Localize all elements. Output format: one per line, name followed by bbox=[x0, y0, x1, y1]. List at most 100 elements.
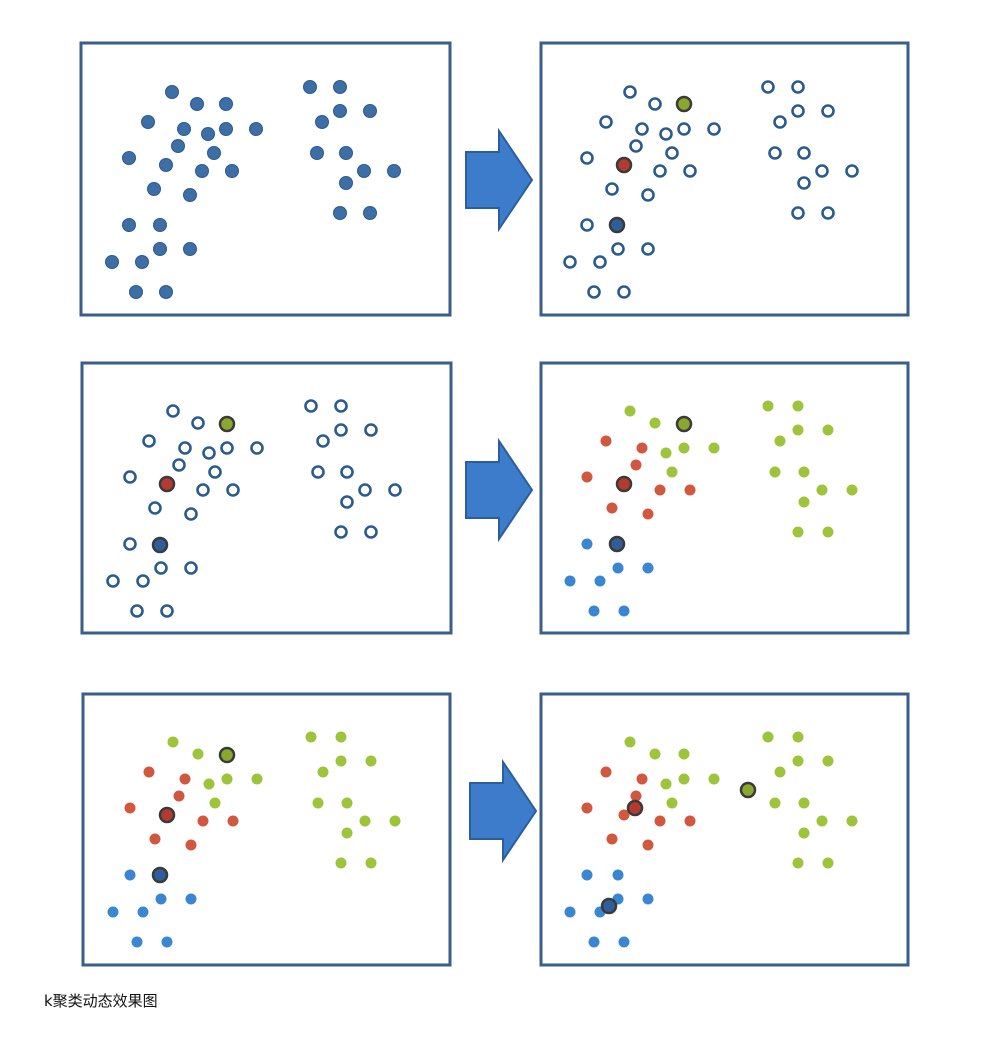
centroid-red bbox=[626, 799, 644, 817]
data-point bbox=[226, 483, 240, 497]
data-point bbox=[161, 936, 173, 948]
data-point bbox=[815, 164, 829, 178]
data-point bbox=[563, 255, 577, 269]
data-point bbox=[172, 458, 186, 472]
data-point bbox=[122, 151, 136, 165]
data-point bbox=[773, 115, 787, 129]
data-point bbox=[798, 496, 810, 508]
data-point bbox=[768, 146, 782, 160]
data-point bbox=[311, 465, 325, 479]
data-point bbox=[624, 405, 636, 417]
panel-4 bbox=[539, 361, 910, 635]
data-point bbox=[564, 575, 576, 587]
data-point bbox=[143, 766, 155, 778]
centroid-blue bbox=[608, 535, 626, 553]
data-point bbox=[183, 242, 197, 256]
data-point bbox=[365, 755, 377, 767]
data-point bbox=[762, 400, 774, 412]
data-point bbox=[184, 561, 198, 575]
data-point bbox=[816, 484, 828, 496]
data-point bbox=[636, 442, 648, 454]
data-point bbox=[208, 465, 222, 479]
data-point bbox=[123, 470, 137, 484]
data-point bbox=[364, 423, 378, 437]
data-point bbox=[816, 815, 828, 827]
data-point bbox=[624, 736, 636, 748]
data-point bbox=[774, 766, 786, 778]
data-point bbox=[340, 465, 354, 479]
data-point bbox=[192, 748, 204, 760]
data-point bbox=[148, 501, 162, 515]
data-point bbox=[178, 441, 192, 455]
panel-6 bbox=[539, 692, 910, 967]
data-point bbox=[135, 255, 149, 269]
data-point bbox=[203, 778, 215, 790]
data-point bbox=[660, 778, 672, 790]
data-point bbox=[340, 495, 354, 509]
centroid-green bbox=[675, 415, 693, 433]
data-point bbox=[618, 936, 630, 948]
data-point bbox=[683, 164, 697, 178]
data-point bbox=[167, 736, 179, 748]
data-point bbox=[846, 815, 858, 827]
data-point bbox=[364, 525, 378, 539]
data-point bbox=[160, 604, 174, 618]
data-point bbox=[185, 839, 197, 851]
data-point bbox=[599, 115, 613, 129]
data-point bbox=[678, 748, 690, 760]
data-point bbox=[792, 400, 804, 412]
data-point bbox=[581, 538, 593, 550]
data-point bbox=[580, 151, 594, 165]
data-point bbox=[822, 424, 834, 436]
data-point bbox=[642, 839, 654, 851]
data-point bbox=[387, 164, 401, 178]
data-point bbox=[629, 139, 643, 153]
data-point bbox=[649, 748, 661, 760]
data-point bbox=[792, 526, 804, 538]
panel-frame bbox=[81, 692, 452, 967]
data-point bbox=[641, 188, 655, 202]
data-point bbox=[821, 104, 835, 118]
data-point bbox=[666, 797, 678, 809]
centroid-blue bbox=[600, 897, 618, 915]
data-point bbox=[197, 815, 209, 827]
right-arrow-icon bbox=[469, 758, 538, 864]
data-point bbox=[678, 773, 690, 785]
data-point bbox=[677, 122, 691, 136]
data-point bbox=[107, 906, 119, 918]
data-point bbox=[335, 755, 347, 767]
data-point bbox=[149, 833, 161, 845]
data-point bbox=[605, 182, 619, 196]
data-point bbox=[617, 285, 631, 299]
data-point bbox=[124, 869, 136, 881]
data-point bbox=[310, 146, 324, 160]
data-point bbox=[798, 827, 810, 839]
data-point bbox=[769, 797, 781, 809]
data-point bbox=[334, 423, 348, 437]
data-point bbox=[131, 936, 143, 948]
data-point bbox=[154, 561, 168, 575]
data-point bbox=[130, 604, 144, 618]
data-point bbox=[173, 790, 185, 802]
data-point bbox=[581, 471, 593, 483]
data-point bbox=[335, 731, 347, 743]
data-point bbox=[305, 731, 317, 743]
data-point bbox=[136, 574, 150, 588]
data-point bbox=[137, 906, 149, 918]
data-point bbox=[769, 466, 781, 478]
data-point bbox=[581, 869, 593, 881]
data-point bbox=[587, 285, 601, 299]
data-point bbox=[707, 122, 721, 136]
data-point bbox=[317, 766, 329, 778]
data-point bbox=[792, 857, 804, 869]
data-point bbox=[221, 773, 233, 785]
data-point bbox=[250, 441, 264, 455]
centroid-red bbox=[158, 475, 176, 493]
panel-3 bbox=[80, 361, 453, 635]
data-point bbox=[606, 502, 618, 514]
data-point bbox=[359, 815, 371, 827]
data-point bbox=[588, 605, 600, 617]
data-point bbox=[792, 731, 804, 743]
data-point bbox=[792, 755, 804, 767]
